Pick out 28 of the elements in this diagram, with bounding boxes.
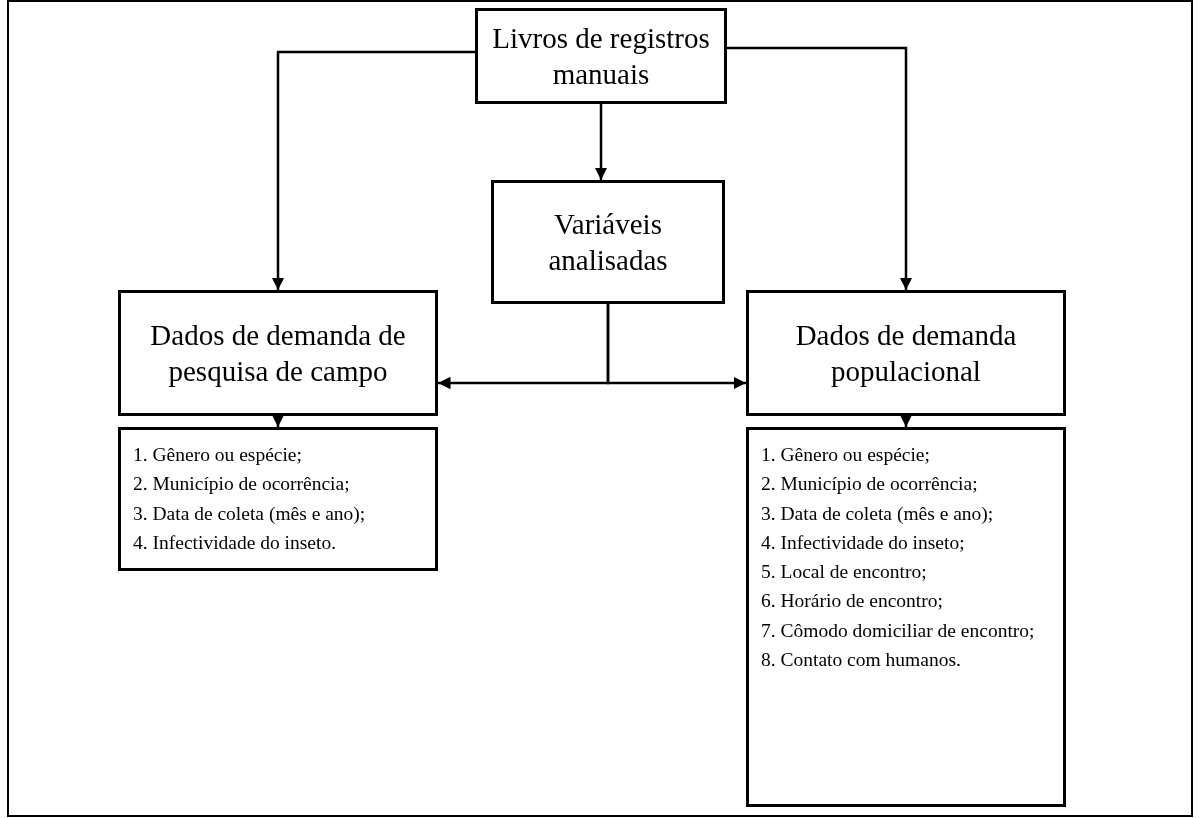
arrow — [271, 414, 285, 427]
list-item: 2. Município de ocorrência; — [133, 472, 350, 497]
process-box — [118, 290, 438, 416]
process-box — [491, 180, 725, 304]
list-box — [746, 427, 1066, 807]
list-item: 2. Município de ocorrência; — [761, 472, 978, 497]
process-box — [475, 8, 727, 104]
list-item: 4. Infectividade do inseto; — [761, 530, 965, 555]
arrow — [594, 104, 608, 180]
list-item: 5. Local de encontro; — [761, 560, 927, 584]
list-item: 7. Cômodo domiciliar de encontro; — [761, 618, 1035, 643]
list-item: 4. Infectividade do inseto. — [133, 530, 337, 555]
list-item: 1. Gênero ou espécie; — [133, 443, 302, 467]
list-item: 1. Gênero ou espécie; — [761, 443, 930, 467]
process-box — [746, 290, 1066, 416]
list-item: 3. Data de coleta (mês e ano); — [761, 501, 994, 526]
arrow — [606, 304, 746, 390]
box-label: Dados de demanda de pesquisa de campo — [149, 317, 407, 389]
arrow — [899, 414, 913, 427]
box-label: Variáveis analisadas — [547, 206, 669, 278]
box-label: Livros de registros manuais — [491, 20, 711, 92]
box-label: Dados de demanda populacional — [794, 317, 1018, 389]
list-item: 6. Horário de encontro; — [761, 589, 943, 614]
list-item: 8. Contato com humanos. — [761, 647, 961, 672]
arrow — [727, 46, 913, 290]
list-box — [118, 427, 438, 571]
list-item: 3. Data de coleta (mês e ano); — [133, 501, 366, 526]
arrow — [271, 50, 475, 290]
